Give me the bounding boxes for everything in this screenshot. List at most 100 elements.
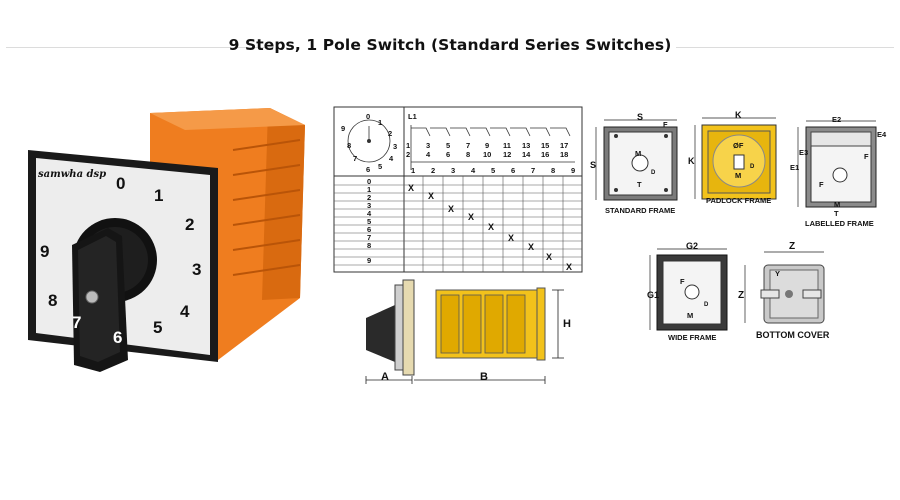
dial-number-8: 8 — [48, 291, 58, 310]
dial-number-1: 1 — [154, 186, 164, 205]
padlock-frame-caption: PADLOCK FRAME — [706, 196, 772, 205]
terminal-top-6: 6 — [446, 150, 451, 159]
labelled-e2: E2 — [832, 115, 842, 124]
terminal-top-15: 15 — [541, 141, 550, 150]
labelled-e3: E3 — [799, 148, 809, 157]
mark-step-8: X — [546, 252, 553, 262]
labelled-m: M — [834, 200, 841, 209]
mark-step-1: X — [408, 183, 415, 193]
mini-dial-pos-5: 5 — [378, 162, 383, 171]
terminal-bottom-7: 7 — [531, 166, 536, 175]
terminal-top-9: 9 — [485, 141, 490, 150]
wide-g2: G2 — [686, 241, 699, 251]
padlock-k-side: K — [688, 156, 695, 166]
dial-number-3: 3 — [192, 260, 202, 279]
mini-dial-pos-8: 8 — [347, 141, 352, 150]
dim-b-label: B — [480, 371, 488, 383]
dial-number-2: 2 — [185, 215, 195, 234]
standard-s-side: S — [590, 160, 597, 170]
terminal-bottom-1: 1 — [411, 166, 416, 175]
brand-logo: samwha dsp — [38, 169, 107, 180]
labelled-e1: E1 — [790, 163, 800, 172]
wide-d: D — [704, 302, 709, 308]
terminal-top-11: 11 — [503, 141, 511, 150]
terminal-top-5: 5 — [446, 141, 451, 150]
mark-step-2: X — [428, 191, 435, 201]
cover-z-side: Z — [738, 290, 745, 301]
terminal-bottom-8: 8 — [551, 166, 556, 175]
terminal-bottom-3: 3 — [451, 166, 456, 175]
padlock-f: ØF — [733, 141, 744, 150]
step-8: 8 — [367, 241, 372, 250]
labelled-f-left: F — [819, 180, 824, 189]
padlock-k-top: K — [735, 110, 742, 120]
step-9: 9 — [367, 256, 372, 265]
wide-f: F — [680, 277, 685, 286]
dial-number-9: 9 — [40, 242, 50, 261]
terminal-top-16: 16 — [541, 150, 550, 159]
mini-dial-pos-4: 4 — [389, 154, 394, 163]
dial-number-0: 0 — [116, 174, 126, 193]
terminal-top-1: 1 — [406, 141, 411, 150]
terminal-bottom-5: 5 — [491, 166, 496, 175]
labelled-frame-caption: LABELLED FRAME — [805, 219, 874, 228]
step-1: 1 — [367, 185, 372, 194]
mini-dial-pos-3: 3 — [393, 142, 398, 151]
mini-dial-pos-2: 2 — [388, 129, 393, 138]
wide-m: M — [687, 311, 694, 320]
terminal-top-2: 2 — [406, 150, 411, 159]
terminal-top-12: 12 — [503, 150, 512, 159]
bottom-cover-caption: BOTTOM COVER — [756, 330, 830, 340]
mark-step-9: X — [566, 262, 573, 272]
terminal-top-4: 4 — [426, 150, 431, 159]
dial-number-5: 5 — [153, 318, 163, 337]
step-6: 6 — [367, 225, 372, 234]
standard-d: D — [651, 170, 656, 176]
labelled-t: T — [834, 209, 839, 218]
line-label: L1 — [408, 112, 417, 121]
mark-step-3: X — [448, 204, 455, 214]
terminal-bottom-2: 2 — [431, 166, 436, 175]
dial-number-6: 6 — [113, 328, 123, 347]
mini-dial-pos-0: 0 — [366, 112, 371, 121]
terminal-top-10: 10 — [483, 150, 492, 159]
step-2: 2 — [367, 193, 372, 202]
terminal-top-14: 14 — [522, 150, 531, 159]
dial-number-4: 4 — [180, 302, 190, 321]
cover-y: Y — [775, 269, 781, 278]
mark-step-5: X — [488, 222, 495, 232]
dim-h-label: H — [563, 318, 571, 330]
terminal-top-13: 13 — [522, 141, 531, 150]
dim-a-label: A — [381, 371, 389, 383]
standard-m: M — [635, 149, 642, 158]
dial-number-7: 7 — [72, 313, 82, 332]
standard-frame-caption: STANDARD FRAME — [605, 206, 676, 215]
mark-step-7: X — [528, 242, 535, 252]
padlock-d: D — [750, 164, 755, 170]
step-4: 4 — [367, 209, 372, 218]
standard-t: T — [637, 180, 642, 189]
title-rule-left — [6, 47, 274, 48]
mini-dial-pos-7: 7 — [353, 154, 358, 163]
labelled-e4: E4 — [877, 130, 887, 139]
step-3: 3 — [367, 201, 372, 210]
terminal-top-18: 18 — [560, 150, 569, 159]
step-0: 0 — [367, 177, 372, 186]
standard-f: F — [663, 120, 668, 129]
terminal-bottom-6: 6 — [511, 166, 516, 175]
step-5: 5 — [367, 217, 372, 226]
page-title: 9 Steps, 1 Pole Switch (Standard Series … — [228, 36, 672, 54]
mark-step-6: X — [508, 233, 515, 243]
title-rule-right — [676, 47, 894, 48]
terminal-bottom-9: 9 — [571, 166, 576, 175]
terminal-top-8: 8 — [466, 150, 471, 159]
wide-g1: G1 — [647, 290, 660, 300]
cover-z-top: Z — [789, 241, 796, 252]
labelled-f-right: F — [864, 152, 869, 161]
terminal-bottom-4: 4 — [471, 166, 476, 175]
terminal-top-3: 3 — [426, 141, 431, 150]
